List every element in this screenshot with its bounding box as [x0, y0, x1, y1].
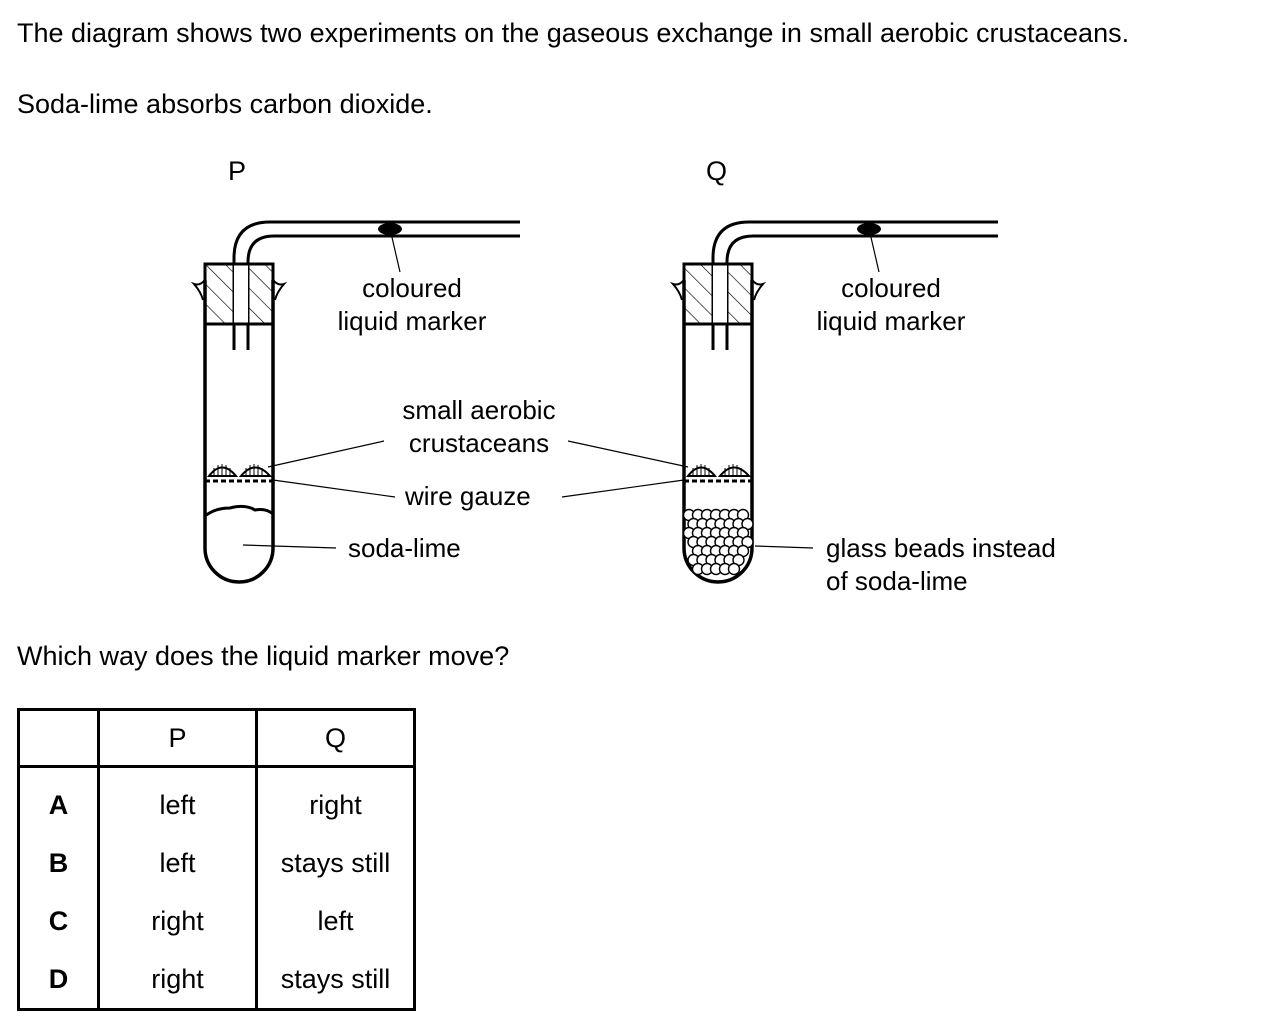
leader-lines: [242, 232, 880, 549]
delivery-tube-q: [711, 220, 998, 350]
question-prompt: Which way does the liquid marker move?: [17, 641, 510, 671]
crustaceans-label-line2: crustaceans: [408, 428, 550, 458]
header-blank: [18, 709, 100, 768]
option-letter[interactable]: A: [18, 766, 100, 834]
option-q-value: stays still: [280, 963, 391, 994]
answer-row[interactable]: D right stays still: [18, 950, 415, 1010]
marker-label-q-line1: coloured: [841, 273, 941, 303]
tube-p-label: P: [228, 156, 247, 186]
experiment-diagram: [190, 220, 998, 584]
option-letter[interactable]: D: [18, 950, 100, 1010]
option-p-value: right: [98, 892, 258, 950]
test-tube-q: [682, 280, 754, 584]
option-q-value: left: [317, 905, 354, 936]
crustaceans-p: [206, 464, 273, 477]
marker-label-q-line2: liquid marker: [816, 306, 966, 336]
glass-beads-label-line1: glass beads instead: [826, 533, 1056, 563]
crustaceans-label-line1: small aerobic: [402, 395, 556, 425]
answer-row[interactable]: C right left: [18, 892, 415, 950]
header-q: Q: [256, 709, 415, 768]
option-p-value: right: [98, 950, 258, 1010]
header-p: P: [98, 709, 258, 768]
intro-text: The diagram shows two experiments on the…: [17, 18, 1130, 48]
delivery-tube-p: [232, 220, 520, 350]
glass-beads: [682, 508, 754, 576]
soda-lime-label: soda-lime: [348, 533, 461, 563]
test-tube-p: [203, 280, 275, 584]
glass-beads-label-line2: of soda-lime: [826, 566, 968, 596]
answer-table: P Q A left right B left stays still C ri…: [17, 708, 416, 1011]
crustaceans-q: [685, 464, 752, 477]
soda-lime: [204, 504, 274, 518]
liquid-marker-q: [857, 223, 881, 235]
marker-label-p: coloured liquid marker: [322, 272, 502, 338]
option-p-value: left: [98, 766, 258, 834]
tube-q-label: Q: [706, 156, 728, 186]
liquid-marker-p: [378, 223, 402, 235]
option-q-value: stays still: [280, 847, 391, 878]
answer-row[interactable]: B left stays still: [18, 834, 415, 892]
wire-gauze-label: wire gauze: [405, 481, 531, 511]
fact-text: Soda-lime absorbs carbon dioxide.: [17, 89, 433, 119]
tube-p: [190, 220, 520, 584]
option-letter[interactable]: B: [18, 834, 100, 892]
marker-label-p-line2: liquid marker: [337, 306, 487, 336]
glass-bead: [727, 562, 741, 576]
answer-row[interactable]: A left right: [18, 766, 415, 834]
answer-table-header: P Q: [18, 709, 415, 768]
marker-label-q: coloured liquid marker: [801, 272, 981, 338]
marker-label-p-line1: coloured: [362, 273, 462, 303]
option-p-value: left: [98, 834, 258, 892]
glass-beads-label: glass beads instead of soda-lime: [826, 532, 1056, 598]
crustaceans-label: small aerobic crustaceans: [379, 394, 579, 460]
option-letter[interactable]: C: [18, 892, 100, 950]
tube-q: [669, 220, 998, 584]
option-q-value: right: [309, 789, 362, 820]
